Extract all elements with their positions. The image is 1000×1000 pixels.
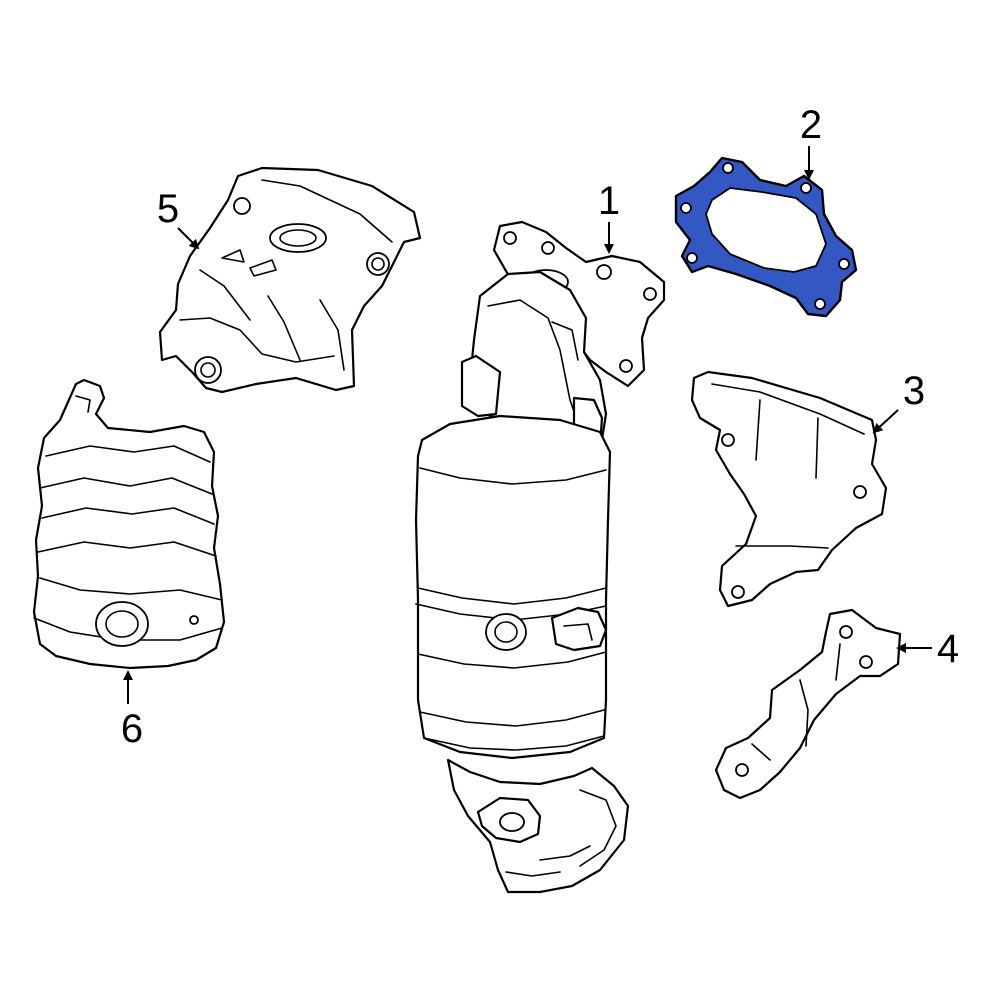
part-2-gasket[interactable] <box>674 156 858 318</box>
callout-4: 4 <box>937 627 959 671</box>
part-1-catalytic-converter[interactable] <box>414 220 666 894</box>
part-5-upper-heat-shield[interactable] <box>158 166 422 394</box>
callout-2: 2 <box>800 103 822 147</box>
callout-1: 1 <box>598 179 620 223</box>
leader-5 <box>177 227 200 250</box>
callout-5: 5 <box>157 187 179 231</box>
part-3-bracket[interactable] <box>690 370 888 608</box>
callout-6: 6 <box>121 707 143 751</box>
leader-3 <box>872 409 899 434</box>
part-4-lower-bracket[interactable] <box>714 608 902 800</box>
callout-3: 3 <box>903 369 925 413</box>
part-6-lower-heat-shield[interactable] <box>32 378 226 670</box>
